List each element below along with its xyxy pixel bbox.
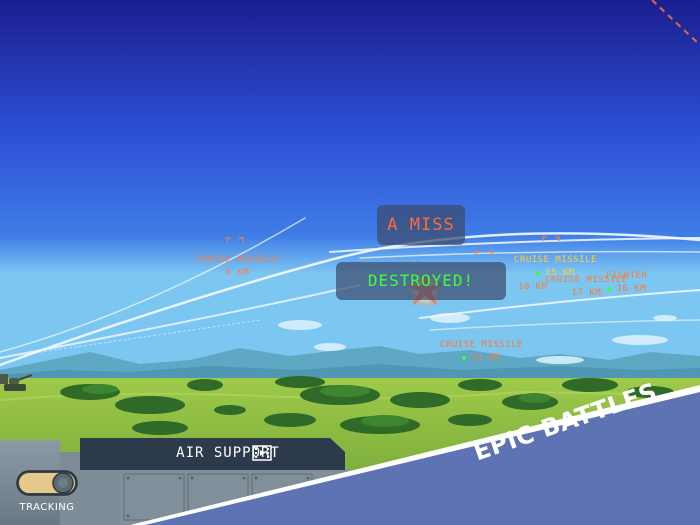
tank xyxy=(0,374,33,391)
target-distance: 17 KM xyxy=(571,288,602,298)
tracked-dot-icon xyxy=(462,355,467,360)
target-label: CRUISE MISSILE xyxy=(514,255,597,265)
missile-trails xyxy=(0,217,700,367)
target-brackets xyxy=(226,236,560,256)
target-cruise-missile-3[interactable]: 10 KM xyxy=(518,283,548,292)
tracked-dot-icon xyxy=(607,286,612,291)
target-cruise-missile-1[interactable]: CRUISE MISSILE 6 KM xyxy=(196,256,279,278)
clouds xyxy=(278,313,677,364)
miss-message: A MISS xyxy=(377,205,465,245)
target-cruise-missile-4[interactable]: CRUISE MISSILE 17 KM xyxy=(545,276,628,298)
air-support-button-bg xyxy=(80,438,345,470)
target-distance: 15 KM xyxy=(545,268,575,278)
destroyed-message: DESTROYED! xyxy=(336,262,506,300)
tracked-dot-icon xyxy=(536,270,541,275)
target-cruise-missile-2[interactable]: CRUISE MISSILE 15 KM xyxy=(514,256,597,278)
sky xyxy=(0,0,700,380)
target-distance: 10 KM xyxy=(518,282,548,292)
target-distance: 16 KM xyxy=(616,284,647,294)
target-cruise-missile-5[interactable]: CRUISE MISSILE 11 KM xyxy=(440,341,523,363)
air-support-button[interactable]: AIR SUPPORT xyxy=(176,445,280,461)
target-label: CRUISE MISSILE xyxy=(196,255,279,265)
target-distance: 11 KM xyxy=(471,353,501,363)
target-distance: 6 KM xyxy=(225,268,250,278)
video-icon[interactable] xyxy=(252,445,272,461)
target-label: CRUISE MISSILE xyxy=(545,275,628,285)
tracking-toggle[interactable] xyxy=(16,470,78,496)
target-label: FIGHTER xyxy=(606,271,648,281)
banner xyxy=(145,392,700,525)
target-fighter[interactable]: FIGHTER 16 KM xyxy=(606,272,647,294)
target-label: CRUISE MISSILE xyxy=(440,340,523,350)
tracking-label: TRACKING xyxy=(19,502,75,513)
